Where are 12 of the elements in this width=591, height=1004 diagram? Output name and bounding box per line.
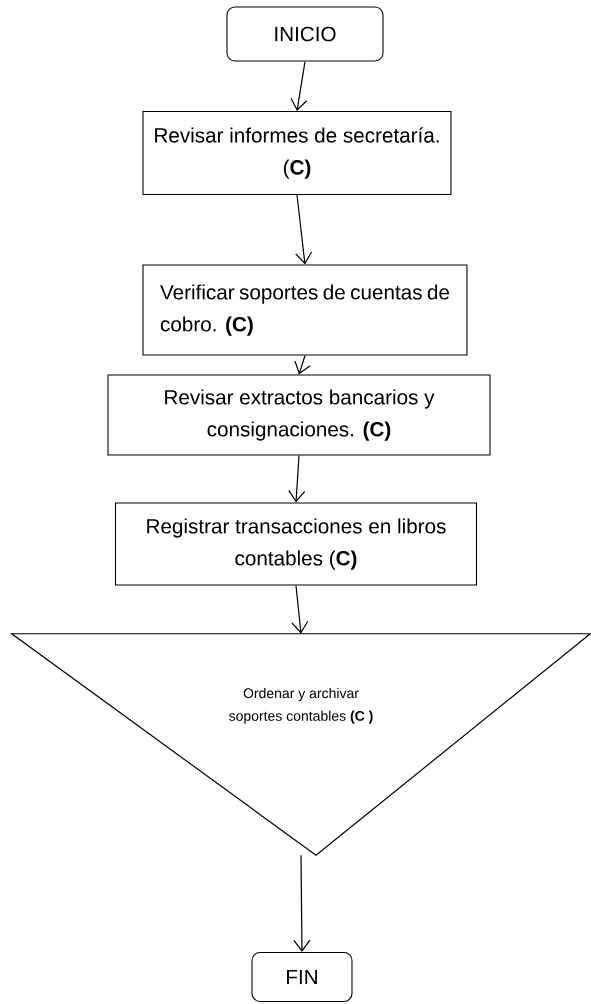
arrow — [290, 60, 308, 111]
terminal-box: FIN — [251, 951, 353, 1003]
process-box: Registrar transacciones en libros contables (C) — [114, 502, 478, 586]
arrow — [294, 354, 311, 375]
arrow — [291, 584, 309, 634]
process-box: Revisar informes de secretaría. (C) — [142, 110, 452, 196]
arrow — [295, 194, 313, 265]
process-box: Verificar soportes de cuentas de cobro. (C) — [142, 264, 468, 356]
arrow — [293, 854, 311, 952]
arrow — [288, 454, 306, 503]
process-box: Revisar extractos bancarios y consignaciones. (C) — [107, 374, 491, 456]
terminal-box: INICIO — [226, 6, 384, 62]
